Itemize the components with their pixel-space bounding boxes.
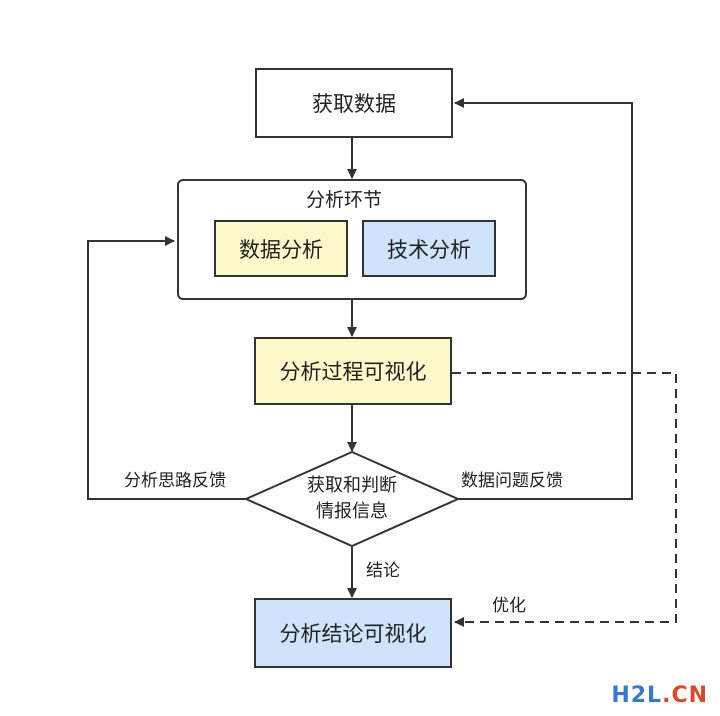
watermark-h2l: H2L bbox=[611, 683, 663, 708]
optimize-dashed-loop bbox=[452, 372, 677, 627]
data-analysis-label: 数据分析 bbox=[239, 237, 323, 262]
decision-text: 获取和判断 情报信息 bbox=[282, 473, 422, 525]
watermark-dot: . bbox=[662, 683, 672, 708]
right-feedback-label: 数据问题反馈 bbox=[461, 471, 563, 491]
process-viz-box: 分析过程可视化 bbox=[254, 337, 452, 405]
site-watermark: H2L.CN bbox=[611, 683, 708, 708]
get-data-box: 获取数据 bbox=[255, 68, 453, 138]
optimize-edge-label: 优化 bbox=[492, 596, 526, 616]
left-feedback-loop bbox=[87, 236, 246, 500]
process-viz-label: 分析过程可视化 bbox=[279, 360, 427, 384]
tech-analysis-box: 技术分析 bbox=[362, 220, 496, 277]
decision-line-2: 情报信息 bbox=[316, 501, 388, 522]
tech-analysis-label: 技术分析 bbox=[387, 237, 471, 262]
decision-line-1: 获取和判断 bbox=[307, 475, 397, 496]
right-feedback-loop bbox=[454, 98, 633, 500]
conclusion-viz-box: 分析结论可视化 bbox=[254, 598, 452, 668]
conclusion-viz-label: 分析结论可视化 bbox=[279, 622, 427, 646]
watermark-cn: CN bbox=[671, 683, 708, 708]
left-feedback-label: 分析思路反馈 bbox=[124, 471, 226, 491]
data-analysis-box: 数据分析 bbox=[214, 220, 348, 277]
get-data-label: 获取数据 bbox=[312, 92, 396, 116]
conclusion-edge-label: 结论 bbox=[366, 561, 400, 581]
analysis-stage-title: 分析环节 bbox=[306, 189, 383, 211]
decision-diamond bbox=[243, 450, 461, 548]
